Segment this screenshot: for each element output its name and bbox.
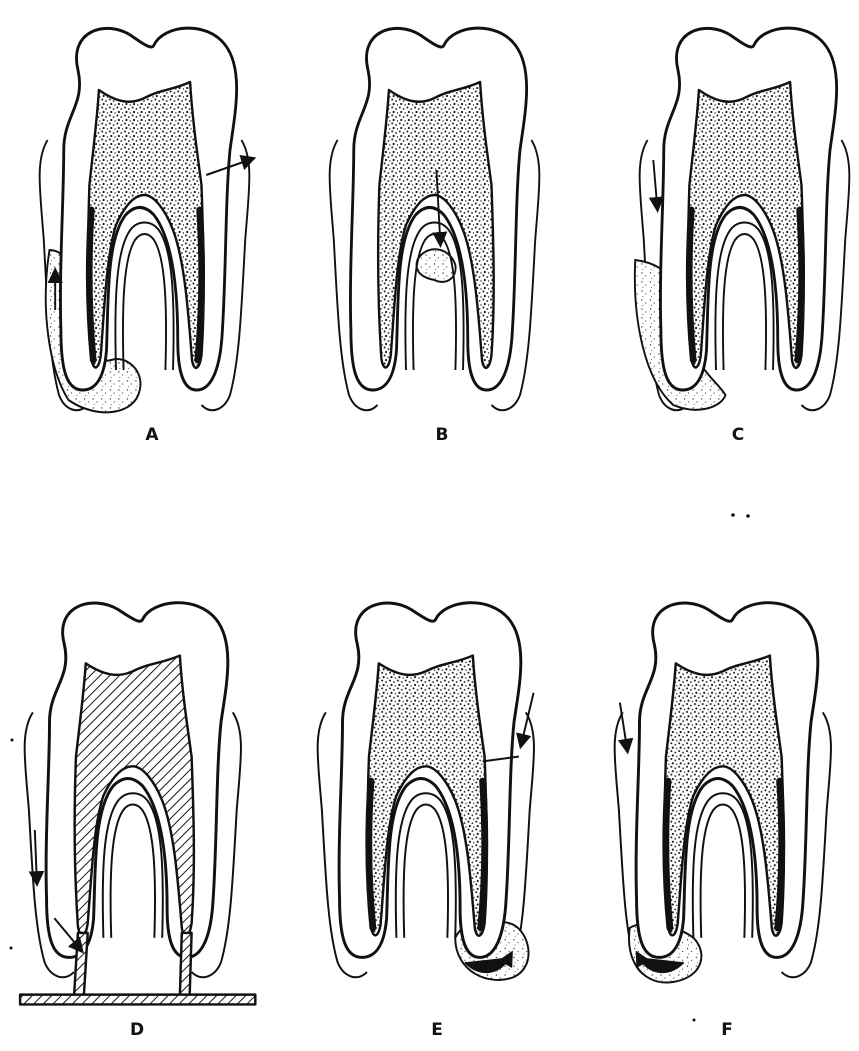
canal-lining-left [689, 210, 693, 360]
root-interior-inner [404, 805, 448, 938]
canal-lining-left [89, 210, 93, 360]
speck [746, 514, 750, 518]
arrow-down-left-gingiva [653, 160, 657, 205]
arrow-down-left-gingiva [620, 703, 627, 747]
panel-a [40, 28, 250, 412]
canal-lining-left [666, 781, 670, 928]
canal-lining-right [798, 210, 802, 360]
bone-base-hatched [20, 995, 255, 1005]
tooth-outline [60, 28, 236, 390]
arrow-down-right-gingiva [522, 693, 534, 742]
arrow-down-left-root [35, 830, 37, 879]
canal-lining-right [778, 781, 782, 928]
tooth-outline [46, 603, 228, 958]
panel-label-d: D [130, 1020, 144, 1040]
panel-c [635, 28, 850, 410]
panel-label-a: A [145, 425, 159, 445]
panel-label-e: E [431, 1020, 443, 1040]
root-interior-inner [123, 234, 166, 370]
canal-lining-right [481, 781, 485, 928]
tooth-outline [339, 603, 521, 958]
panel-f [615, 603, 831, 983]
root-interior-inner [111, 805, 155, 938]
panel-d [20, 603, 255, 1005]
panel-label-f: F [721, 1020, 733, 1040]
root-interior-inner [723, 234, 766, 370]
tooth-outline [636, 603, 818, 958]
canal-lining-left [369, 781, 373, 928]
tooth-outline [660, 28, 836, 390]
panel-label-c: C [732, 425, 744, 445]
speck [731, 513, 735, 517]
speck [11, 739, 14, 742]
filling-overextension-right [180, 933, 192, 997]
panel-e [318, 603, 534, 980]
canal-lining-right [198, 210, 202, 360]
panel-b [330, 28, 540, 410]
speck [10, 947, 13, 950]
panel-label-b: B [436, 425, 449, 445]
speck [693, 1019, 696, 1022]
root-interior-inner [701, 805, 745, 938]
